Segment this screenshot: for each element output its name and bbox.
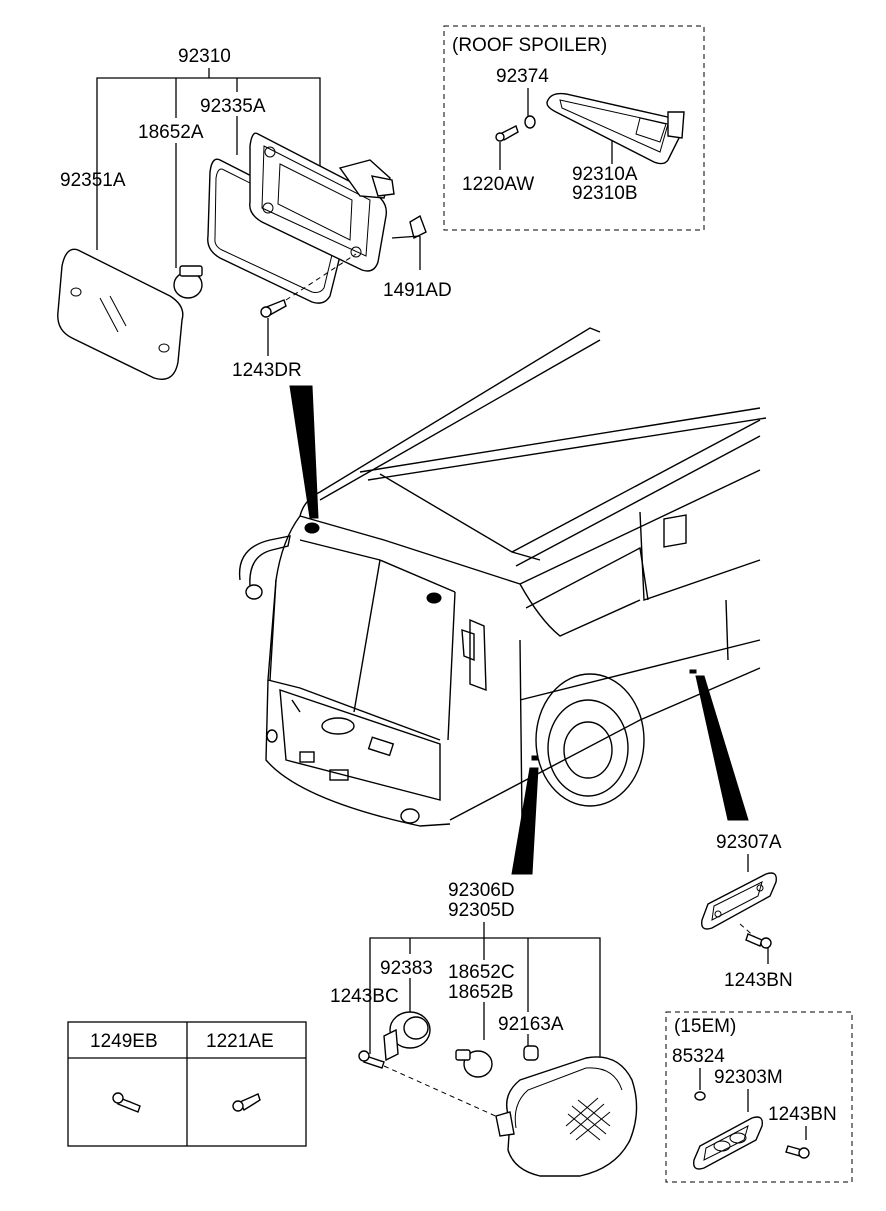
bus-illustration — [238, 327, 767, 827]
lamp-lens — [57, 248, 184, 380]
roof-lamp-left — [304, 522, 320, 534]
screw-1243BN-em — [785, 1145, 810, 1159]
fastener-table: 1249EB 1221AE — [67, 1021, 307, 1147]
em-box-title: (15EM) — [674, 1016, 736, 1037]
side-marker-group: 92307A 1243BN — [701, 832, 793, 991]
leader-wedge-1243DR — [289, 385, 319, 519]
bulb-18652C — [455, 1049, 493, 1078]
label-92307A: 92307A — [716, 832, 782, 853]
clip-1491AD — [409, 214, 427, 240]
label-85324: 85324 — [672, 1046, 725, 1067]
label-92306D: 92306D — [448, 880, 515, 901]
side-marker-lamp — [701, 872, 777, 930]
label-1243DR: 1243DR — [232, 360, 302, 381]
roof-lamp-right — [426, 592, 442, 604]
label-92351A: 92351A — [60, 170, 126, 191]
socket-92383 — [383, 1011, 431, 1062]
bolt-1249EB — [112, 1092, 141, 1113]
label-1243BN-em: 1243BN — [768, 1104, 837, 1125]
body-side-repeater — [531, 755, 539, 761]
side-repeater-group: 92306D 92305D 92383 18652C 18652B 1243BC… — [330, 880, 638, 1177]
label-92303M: 92303M — [714, 1067, 783, 1088]
label-92383: 92383 — [380, 958, 433, 979]
roof-spoiler-box: (ROOF SPOILER) 92374 1220AW 92310A 92310… — [443, 25, 705, 231]
label-1243BC: 1243BC — [330, 986, 399, 1007]
spoiler-lamp — [546, 92, 685, 165]
label-92310B: 92310B — [572, 183, 638, 204]
em-marker-lamp — [693, 1116, 763, 1170]
lamp-housing — [249, 132, 395, 272]
bulb-18652A — [173, 265, 203, 299]
screw-1221AE — [232, 1093, 261, 1112]
nut-85324 — [694, 1091, 706, 1101]
body-side-marker — [689, 669, 697, 674]
roof-spoiler-title: (ROOF SPOILER) — [452, 35, 607, 56]
label-18652B: 18652B — [448, 982, 514, 1003]
leader-wedge-92307A — [695, 675, 749, 821]
label-1243BN-main: 1243BN — [724, 970, 793, 991]
label-92374: 92374 — [496, 66, 549, 87]
table-header-1249EB: 1249EB — [90, 1031, 158, 1052]
label-92163A: 92163A — [498, 1014, 564, 1035]
label-92305D: 92305D — [448, 900, 515, 921]
table-header-1221AE: 1221AE — [206, 1031, 274, 1052]
repeater-lens — [495, 1056, 638, 1177]
top-lamp-assembly: 92310 92335A 18652A 92351A — [57, 46, 452, 519]
label-1220AW: 1220AW — [462, 174, 534, 195]
label-1491AD: 1491AD — [383, 280, 452, 301]
label-92310: 92310 — [178, 46, 231, 67]
em-box: (15EM) 85324 92303M 1243BN — [665, 1011, 853, 1183]
label-18652C: 18652C — [448, 962, 515, 983]
label-92335A: 92335A — [200, 96, 266, 117]
label-18652A: 18652A — [138, 122, 204, 143]
screw-1243DR — [260, 299, 287, 318]
label-92310A: 92310A — [572, 164, 638, 185]
nut-92374 — [524, 115, 536, 129]
leader-wedge-92306D — [511, 767, 539, 875]
grommet-92163A — [523, 1045, 539, 1061]
screw-1243BC — [358, 1050, 385, 1069]
screw-1220AW — [495, 125, 519, 142]
screw-1243BN — [745, 933, 772, 949]
